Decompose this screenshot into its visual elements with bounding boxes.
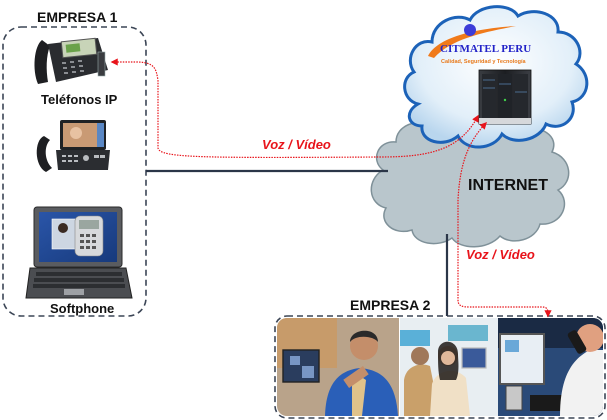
server-rack-icon bbox=[478, 69, 532, 125]
softphone-label: Softphone bbox=[50, 301, 115, 316]
company2-title: EMPRESA 2 bbox=[350, 297, 431, 313]
softphone-laptop-icon bbox=[25, 206, 133, 299]
provider-name: CITMATEL PERU bbox=[440, 43, 532, 55]
flow-label-voice-video-1: Voz / Vídeo bbox=[262, 137, 331, 152]
photo-call-center-agents bbox=[400, 318, 498, 416]
ip-phones-label: Teléfonos IP bbox=[41, 92, 118, 107]
company2-photo-strip bbox=[277, 318, 603, 416]
citmatel-globe-icon bbox=[464, 24, 476, 36]
internet-label: INTERNET bbox=[468, 177, 548, 194]
ip-desk-phone-icon bbox=[34, 37, 108, 84]
company2-boundary bbox=[274, 315, 606, 419]
photo-man-at-computer bbox=[498, 318, 603, 416]
flow-label-voice-video-2: Voz / Vídeo bbox=[466, 247, 535, 262]
photo-man-on-phone bbox=[277, 318, 399, 416]
flow-provider-company2 bbox=[457, 121, 552, 318]
ip-video-phone-icon bbox=[36, 120, 110, 172]
company1-title: EMPRESA 1 bbox=[37, 9, 118, 25]
provider-tagline: Calidad, Seguridad y Tecnología bbox=[441, 59, 526, 65]
flow-company1-provider bbox=[110, 58, 479, 159]
